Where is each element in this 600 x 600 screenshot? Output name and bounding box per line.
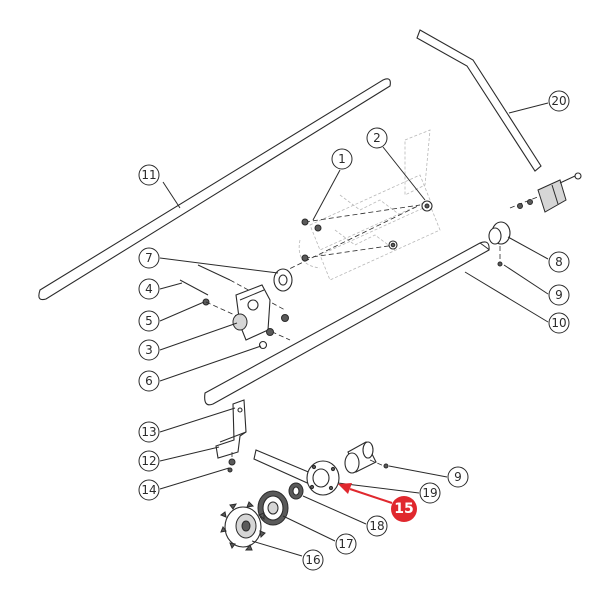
callout-2: 2	[366, 127, 388, 149]
callout-label: 18	[369, 519, 384, 533]
callout-19: 19	[419, 482, 441, 504]
callout-label: 9	[454, 470, 462, 484]
callout-label: 16	[305, 553, 320, 567]
callout-11: 11	[138, 164, 160, 186]
right-end-fittings	[488, 172, 582, 267]
callout-label: 9	[555, 288, 563, 302]
bent-handle-part	[416, 29, 542, 172]
highlight-arrow	[338, 483, 393, 504]
callout-10: 10	[548, 312, 570, 334]
callout-label: 11	[141, 168, 156, 182]
callout-label: 10	[551, 316, 566, 330]
callout-6: 6	[138, 370, 160, 392]
callout-12: 12	[138, 450, 160, 472]
callout-label: 20	[551, 94, 566, 108]
callout-label: 6	[145, 374, 153, 388]
callout-17: 17	[335, 533, 357, 555]
callout-label: 3	[145, 343, 153, 357]
callout-label: 14	[141, 483, 156, 497]
callout-7: 7	[138, 247, 160, 269]
long-tube-part	[204, 241, 490, 406]
bushing-part	[344, 441, 389, 474]
callout-label: 4	[145, 282, 153, 296]
highlight-label: 15	[394, 501, 413, 517]
lower-bracket-assembly	[215, 399, 247, 473]
callout-label: 13	[141, 425, 156, 439]
callout-8: 8	[548, 251, 570, 273]
highlight-badge	[391, 496, 417, 522]
toothed-wheel-part	[219, 501, 266, 551]
callout-9-upper: 9	[548, 284, 570, 306]
spring-part	[288, 482, 304, 500]
callout-label: 12	[141, 454, 156, 468]
callout-label: 8	[555, 255, 563, 269]
callout-18: 18	[366, 515, 388, 537]
long-bar-part	[38, 78, 391, 301]
callout-label: 7	[145, 251, 153, 265]
callout-13: 13	[138, 421, 160, 443]
callout-9-lower: 9	[447, 466, 469, 488]
hub-flange-part	[306, 460, 340, 496]
callout-4: 4	[138, 278, 160, 300]
callout-label: 19	[422, 486, 437, 500]
callout-5: 5	[138, 310, 160, 332]
callout-15-highlight: 15	[391, 496, 417, 522]
callout-3: 3	[138, 339, 160, 361]
bracket-assembly	[179, 264, 291, 350]
callout-16: 16	[302, 549, 324, 571]
small-hardware-group	[282, 200, 433, 273]
callout-label: 5	[145, 314, 153, 328]
gear-disc-part	[257, 490, 289, 526]
washer-part	[273, 268, 293, 292]
callout-label: 1	[338, 152, 346, 166]
callout-label: 2	[373, 131, 381, 145]
leader-lines	[159, 102, 549, 557]
callout-20: 20	[548, 90, 570, 112]
callout-14: 14	[138, 479, 160, 501]
callout-1: 1	[331, 148, 353, 170]
callout-label: 17	[338, 537, 353, 551]
